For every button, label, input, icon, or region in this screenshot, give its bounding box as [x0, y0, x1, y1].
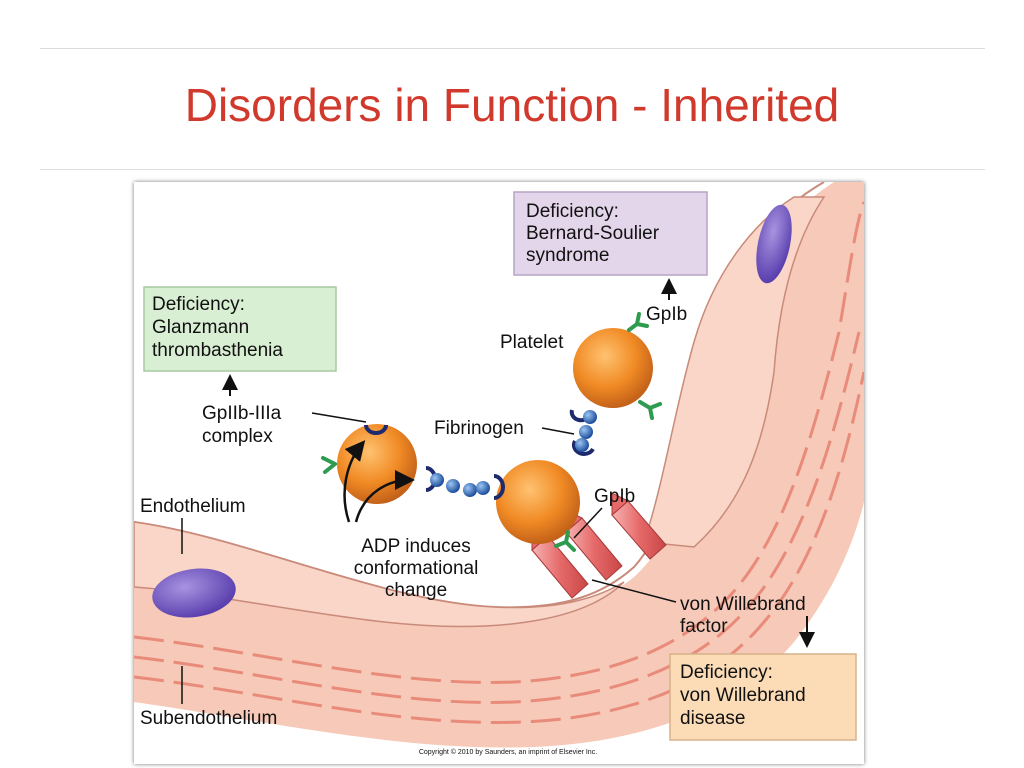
slide-title: Disorders in Function - Inherited	[184, 79, 840, 131]
title-rule	[40, 169, 985, 170]
svg-text:disease: disease	[680, 708, 746, 729]
label-subendothelium: Subendothelium	[140, 708, 277, 729]
svg-text:change: change	[385, 580, 447, 601]
label-gpiib-iiia: GpIIb-IIIa	[202, 403, 282, 424]
bernard-soulier-box: Deficiency: Bernard-Soulier syndrome	[513, 191, 708, 276]
vwf-leader	[591, 579, 677, 603]
platelet-top	[573, 328, 653, 408]
svg-text:Deficiency:: Deficiency:	[526, 201, 619, 222]
endothelial-nucleus-right	[756, 204, 792, 284]
diagram-canvas: Deficiency: Bernard-Soulier syndrome GpI…	[134, 182, 864, 764]
label-gpib-top: GpIb	[646, 304, 687, 325]
fibrinogen-leader	[541, 427, 575, 435]
gpib-mid-leader	[573, 507, 603, 539]
label-endothelium: Endothelium	[140, 496, 246, 517]
svg-text:ADP induces: ADP induces	[361, 536, 471, 557]
fibrinogen-beads	[430, 410, 597, 497]
vwd-box: Deficiency: von Willebrand disease	[669, 653, 857, 741]
label-fibrinogen: Fibrinogen	[434, 418, 524, 439]
endothelial-nucleus-left	[152, 568, 236, 618]
svg-text:von Willebrand: von Willebrand	[680, 685, 806, 706]
glanzmann-box: Deficiency: Glanzmann thrombasthenia	[143, 286, 337, 372]
svg-text:syndrome: syndrome	[526, 245, 609, 266]
platelet-adhesion-figure: Deficiency: Bernard-Soulier syndrome GpI…	[134, 182, 864, 764]
vwf-label: von Willebrand factor	[680, 594, 806, 637]
svg-text:Glanzmann: Glanzmann	[152, 317, 249, 338]
svg-text:Deficiency:: Deficiency:	[152, 294, 245, 315]
label-gpiib-complex: complex	[202, 426, 273, 447]
platelet-center	[496, 460, 580, 544]
copyright-notice: Copyright © 2010 by Saunders, an imprint…	[419, 748, 597, 756]
svg-text:Deficiency:: Deficiency:	[680, 662, 773, 683]
adp-label: ADP induces conformational change	[354, 536, 479, 601]
label-gpib-mid: GpIb	[594, 486, 635, 507]
svg-text:conformational: conformational	[354, 558, 479, 579]
gpib-receptors	[321, 312, 662, 552]
svg-text:Bernard-Soulier: Bernard-Soulier	[526, 223, 660, 244]
svg-text:von Willebrand: von Willebrand	[680, 594, 806, 615]
adp-arrows	[343, 440, 415, 523]
top-rule	[40, 48, 985, 49]
svg-text:factor: factor	[680, 616, 728, 637]
label-platelet: Platelet	[500, 332, 564, 353]
svg-text:thrombasthenia: thrombasthenia	[152, 340, 283, 361]
gpiib-leader	[311, 412, 367, 423]
